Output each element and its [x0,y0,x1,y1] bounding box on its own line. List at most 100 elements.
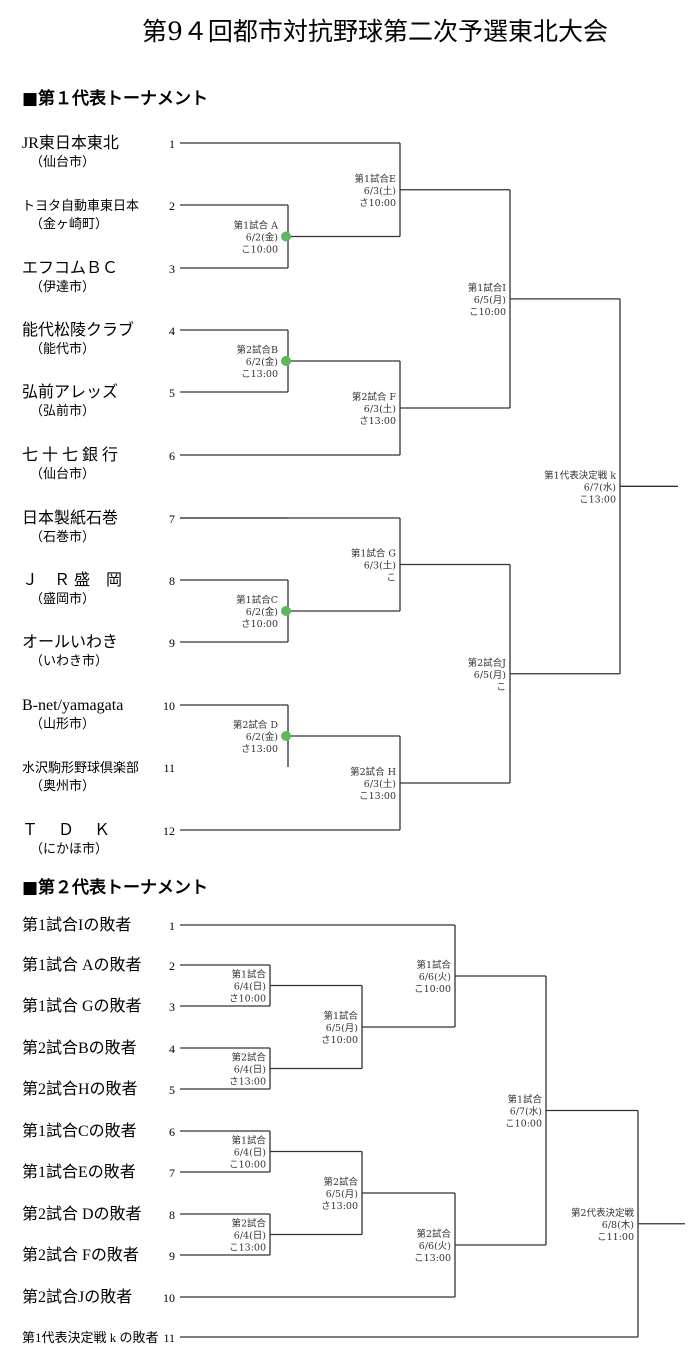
completed-match-dot [281,731,291,741]
team-name: 水沢駒形野球倶楽部 [22,760,139,775]
match-label-J: こ [496,682,506,693]
match-label-I: こ10:00 [469,307,506,318]
match-label-D: さ13:00 [241,744,278,755]
team-city: （いわき市） [30,653,108,669]
team-name: 第1試合 Aの敗者 [22,956,142,974]
team-city: （仙台市） [30,466,95,482]
match-label: 6/7(水) [510,1106,542,1118]
team-number: 11 [163,1331,175,1345]
team-number: 3 [169,262,175,276]
match-label-E: 6/3(土) [364,185,396,197]
match-label-A: 第1試合 A [234,220,279,232]
team-name: 第1試合Cの敗者 [22,1122,137,1140]
team-number: 11 [163,761,175,775]
match-label: 6/5(月) [326,1023,358,1034]
completed-match-dot [281,356,291,366]
match-label: 6/4(日) [234,1148,266,1159]
match-label-D: 6/2(金) [246,731,278,743]
team-name: Ｔ Ｄ Ｋ [22,822,110,839]
team-name: 七 十 七 銀 行 [22,446,118,464]
match-label-G: こ [386,573,396,584]
match-label: こ11:00 [597,1232,634,1243]
match-label: さ13:00 [229,1077,266,1088]
team-number: 9 [169,636,175,650]
team-number: 9 [169,1249,175,1263]
match-label-k: 第1代表決定戦 k [544,469,616,481]
match-label: 第2試合 [323,1176,358,1188]
match-label: 第2試合 [231,1218,266,1230]
team-city: （奥州市） [30,778,95,794]
match-label-F: さ13:00 [359,416,396,427]
team-number: 4 [169,1042,175,1056]
match-label: 6/6(火) [419,1241,451,1252]
match-label-F: 第2試合 F [352,391,397,403]
team-name: エフコムＢＣ [22,260,118,277]
team-name: トヨタ自動車東日本 [22,198,139,213]
match-label-E: さ10:00 [359,198,396,209]
match-label-k: こ13:00 [579,494,616,505]
team-name: 日本製紙石巻 [22,509,118,527]
match-label: 第1試合 [231,969,266,981]
team-number: 1 [169,919,175,933]
match-label: 第1試合 [323,1010,358,1022]
match-label: 6/5(月) [326,1189,358,1200]
match-label: 第2代表決定戦 [571,1207,635,1219]
team-number: 5 [169,1083,175,1097]
match-label-H: こ13:00 [359,791,396,802]
team-number: 10 [163,1291,175,1305]
match-label: 第2試合 [231,1052,266,1064]
match-label-B: こ13:00 [241,369,278,380]
team-name: 能代松陵クラブ [22,320,134,339]
match-label-J: 6/5(月) [474,670,506,681]
team-name: オールいわき [22,633,118,651]
section1-heading: ■第１代表トーナメント [22,88,208,109]
match-label: こ10:00 [414,984,451,995]
match-label-G: 6/3(土) [364,560,396,572]
team-city: （盛岡市） [30,591,95,607]
match-label: こ10:00 [505,1119,542,1130]
completed-match-dot [281,606,291,616]
team-name: B-net/yamagata [22,697,123,714]
match-label-C: さ10:00 [241,619,278,630]
team-number: 6 [169,1125,175,1139]
match-label: こ10:00 [229,1160,266,1171]
match-label: 6/8(木) [602,1219,634,1231]
team-name: 第1試合 Gの敗者 [22,997,142,1015]
team-name: 第2試合Bの敗者 [22,1039,137,1057]
section2-heading: ■第２代表トーナメント [22,877,208,898]
match-label: 6/4(日) [234,1231,266,1242]
match-label: こ13:00 [414,1253,451,1264]
match-label-A: こ10:00 [241,245,278,256]
match-label: さ13:00 [321,1201,358,1212]
team-number: 2 [169,199,175,213]
team-city: （伊達市） [30,279,95,295]
match-label-E: 第1試合E [355,173,397,185]
team-number: 3 [169,1000,175,1014]
team-number: 5 [169,386,175,400]
team-number: 7 [169,512,175,526]
match-label-H: 第2試合 H [350,766,396,778]
match-label: さ10:00 [321,1035,358,1046]
match-label-A: 6/2(金) [246,232,278,244]
team-city: （能代市） [30,341,95,357]
team-number: 8 [169,574,175,588]
team-name: Ｊ Ｒ 盛 岡 [22,571,122,589]
team-name: 第1試合Eの敗者 [22,1163,136,1181]
match-label-B: 6/2(金) [246,356,278,368]
team-city: （にかほ市） [30,841,108,857]
team-name: 弘前アレッズ [22,383,118,401]
match-label-C: 第1試合C [236,594,278,606]
match-label-B: 第2試合B [236,344,278,356]
team-name: 第1代表決定戦 k の敗者 [22,1330,159,1345]
team-name: 第2試合 Dの敗者 [22,1205,142,1223]
team-name: 第2試合Hの敗者 [22,1080,138,1098]
team-number: 7 [169,1166,175,1180]
team-number: 4 [169,324,175,338]
team-number: 8 [169,1208,175,1222]
team-number: 6 [169,449,175,463]
match-label: 6/4(日) [234,1065,266,1076]
match-label: さ10:00 [229,994,266,1005]
team-number: 12 [163,824,175,838]
team-city: （仙台市） [30,154,95,170]
